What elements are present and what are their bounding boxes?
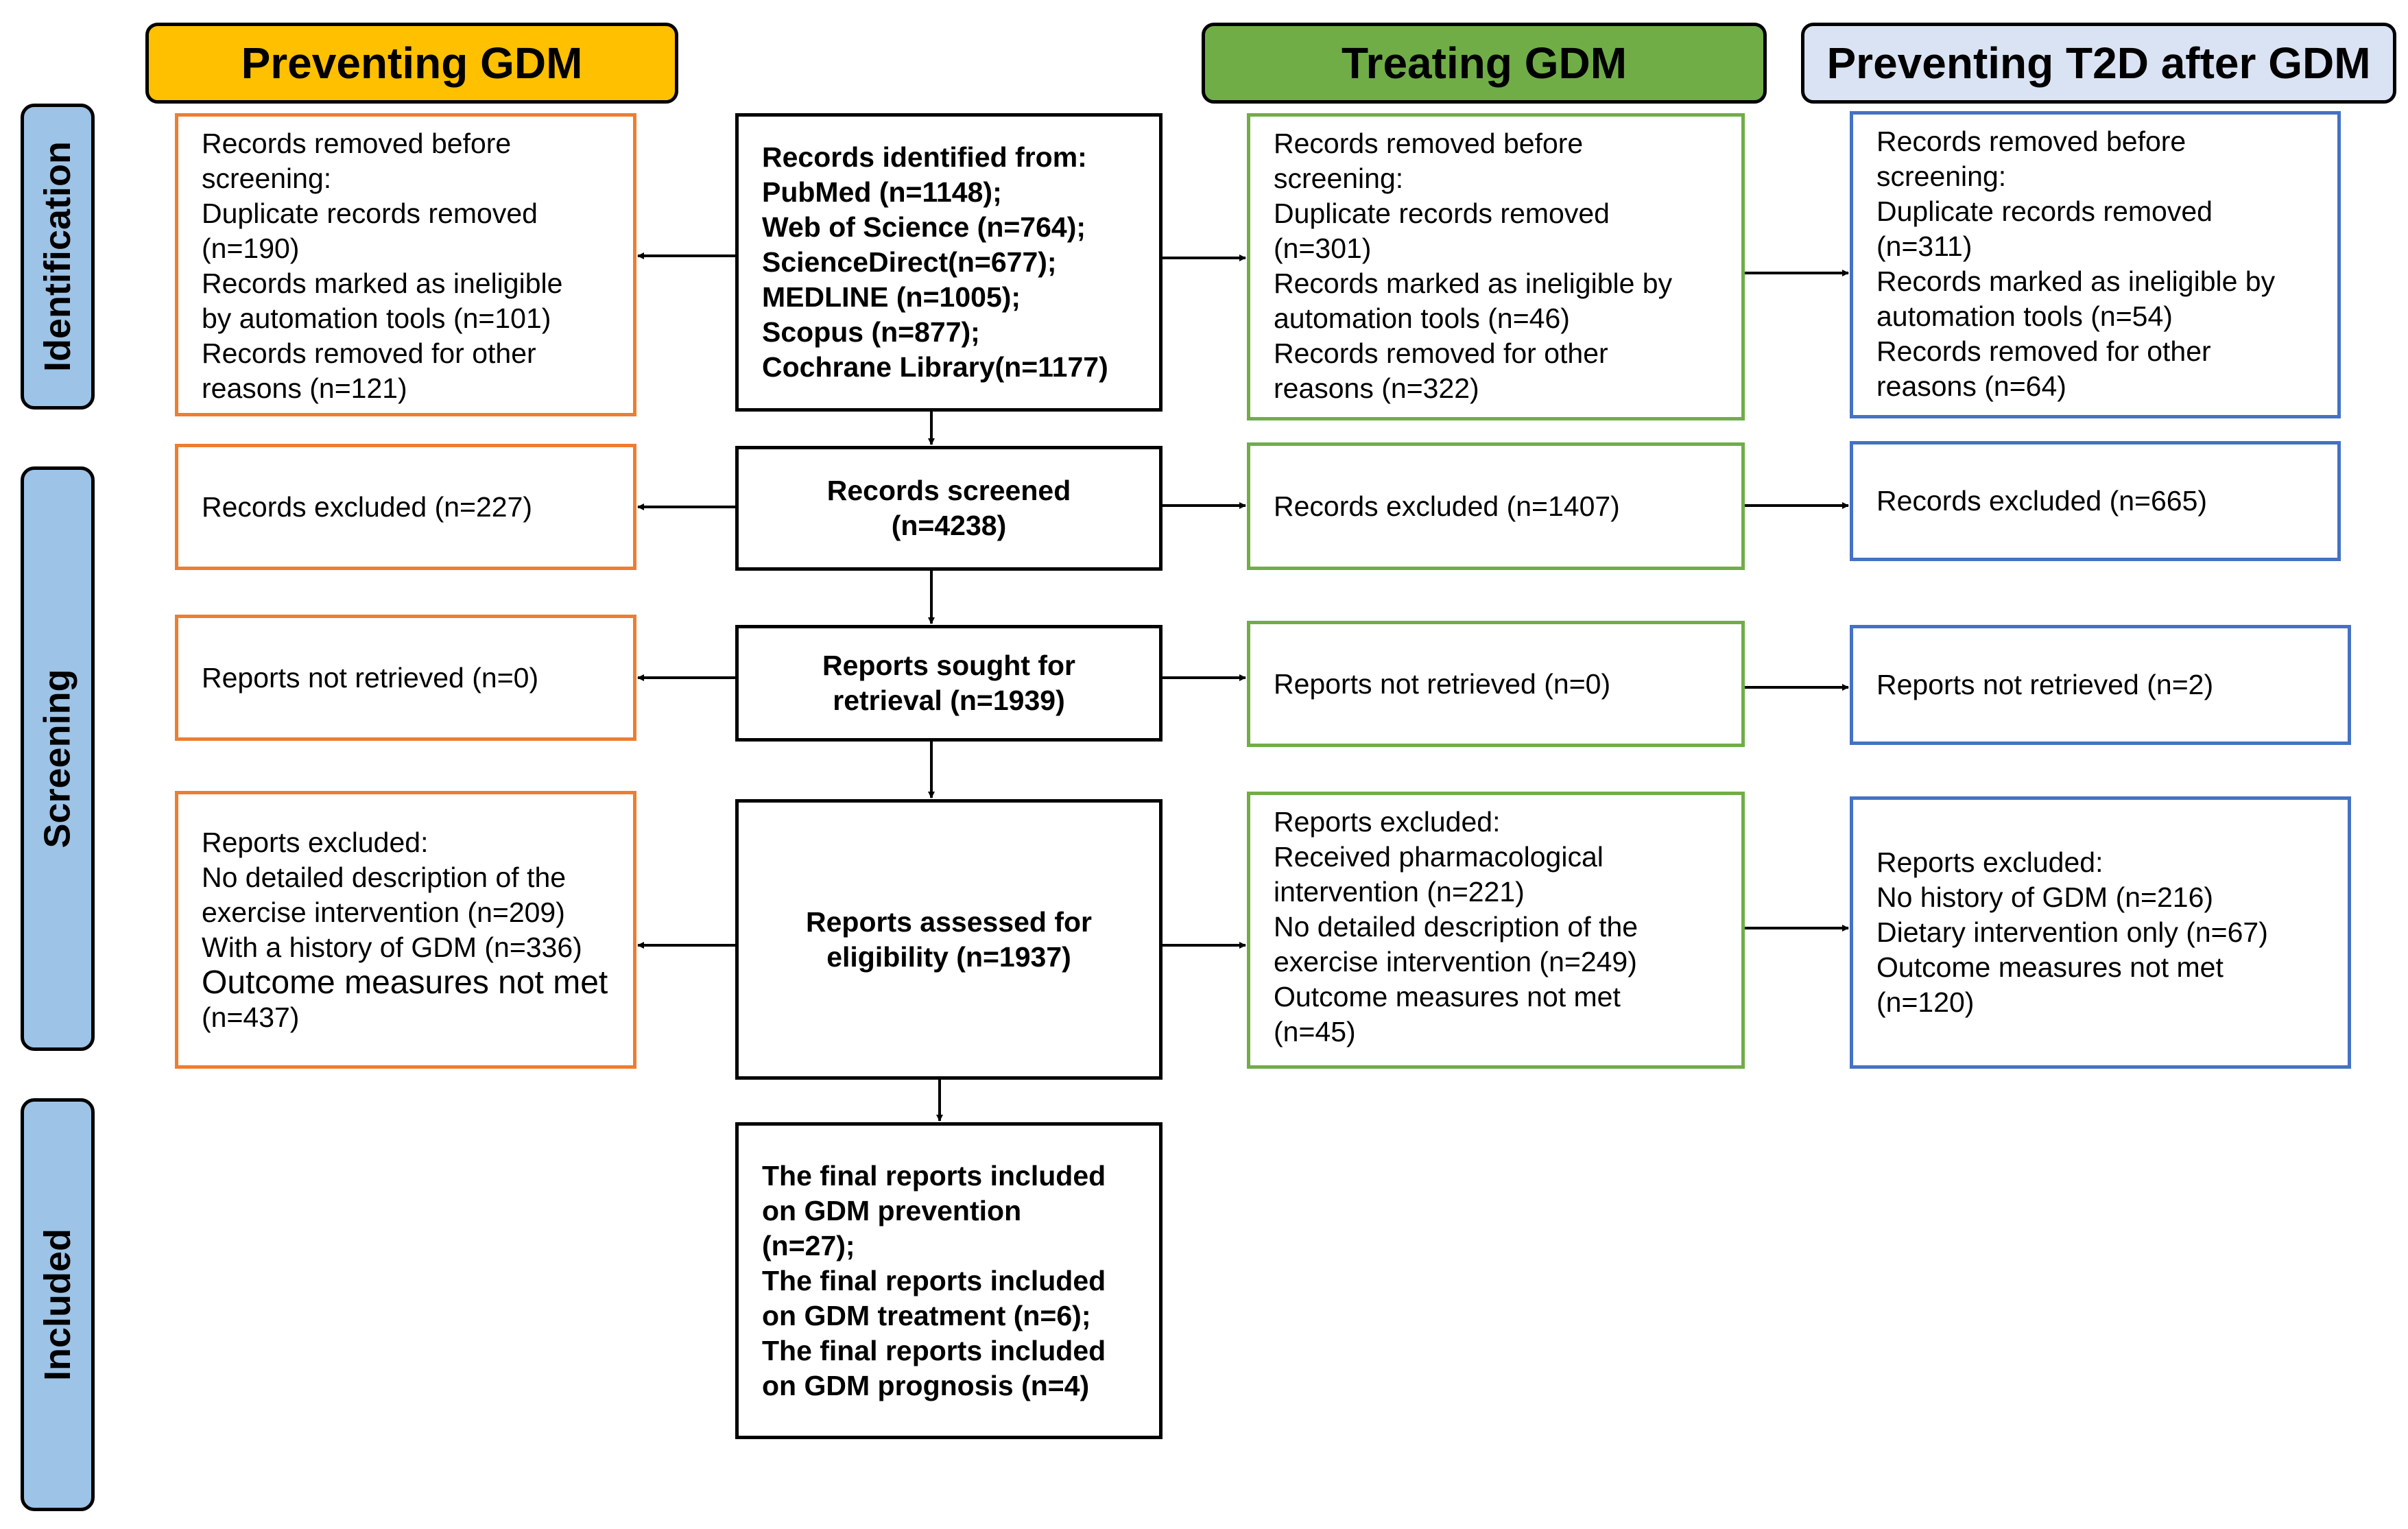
- text-line: Reports excluded:: [202, 826, 429, 858]
- text-line: No detailed description of the: [1274, 911, 1638, 943]
- text-line: retrieval (n=1939): [833, 685, 1065, 716]
- text-line: (n=437): [202, 1001, 300, 1033]
- reports-assessed-box: Reports assessed for eligibility (n=1937…: [735, 799, 1163, 1080]
- text-line: The final reports included: [762, 1159, 1106, 1192]
- text-line: Reports sought for: [822, 650, 1075, 681]
- preventing-not-retrieved-box: Reports not retrieved (n=0): [175, 615, 636, 741]
- records-screened-box: Records screened (n=4238): [735, 446, 1163, 571]
- text-line: With a history of GDM (n=336): [202, 931, 582, 963]
- text-line: screening:: [1876, 161, 2007, 192]
- text-line: eligibility (n=1937): [826, 940, 1071, 973]
- text-line: automation tools (n=46): [1274, 303, 1570, 334]
- text-line: Records excluded (n=665): [1876, 485, 2208, 517]
- text-line: Reports not retrieved (n=0): [1274, 667, 1611, 700]
- treating-reports-excluded-box: Reports excluded: Received pharmacologic…: [1247, 792, 1745, 1069]
- t2d-reports-excluded-box: Reports excluded: No history of GDM (n=2…: [1850, 796, 2351, 1069]
- text-line: Records excluded (n=1407): [1274, 490, 1620, 522]
- text-line: automation tools (n=54): [1876, 300, 2173, 332]
- header-preventing-t2d-label: Preventing T2D after GDM: [1826, 38, 2371, 88]
- text-line: Records removed before: [202, 128, 512, 159]
- text-line: on GDM treatment (n=6);: [762, 1299, 1091, 1331]
- text-line: (n=301): [1274, 233, 1372, 264]
- treating-records-removed-box: Records removed before screening: Duplic…: [1247, 113, 1745, 420]
- stage-identification: Identification: [21, 104, 95, 410]
- text-line: Reports excluded:: [1274, 806, 1501, 838]
- text-line: Records marked as ineligible: [202, 268, 563, 299]
- text-line: Outcome measures not met: [1876, 951, 2224, 983]
- text-line: (n=4238): [891, 510, 1007, 541]
- preventing-reports-excluded-box: Reports excluded: No detailed descriptio…: [175, 791, 636, 1069]
- text-line: ScienceDirect(n=677);: [762, 246, 1057, 278]
- text-line: Records removed before: [1876, 126, 2186, 157]
- preventing-records-excluded-box: Records excluded (n=227): [175, 444, 636, 570]
- text-line: (n=27);: [762, 1229, 855, 1261]
- text-line: Records excluded (n=227): [202, 490, 533, 523]
- text-line: reasons (n=322): [1274, 372, 1479, 404]
- text-line: Records removed for other: [1274, 337, 1608, 369]
- text-line: Outcome measures not met: [202, 964, 608, 1001]
- text-line: No history of GDM (n=216): [1876, 881, 2214, 913]
- stage-included-label: Included: [37, 1228, 79, 1382]
- t2d-records-removed-box: Records removed before screening: Duplic…: [1850, 111, 2341, 418]
- text-line: Cochrane Library(n=1177): [762, 351, 1108, 383]
- text-line: reasons (n=64): [1876, 370, 2066, 402]
- text-line: PubMed (n=1148);: [762, 176, 1002, 208]
- text-line: reasons (n=121): [202, 372, 407, 404]
- header-treating-gdm: Treating GDM: [1202, 23, 1767, 104]
- treating-records-excluded-box: Records excluded (n=1407): [1247, 442, 1745, 570]
- text-line: The final reports included: [762, 1264, 1106, 1296]
- stage-included: Included: [21, 1098, 95, 1511]
- text-line: Web of Science (n=764);: [762, 211, 1086, 243]
- stage-screening-label: Screening: [37, 669, 78, 849]
- text-line: MEDLINE (n=1005);: [762, 281, 1021, 313]
- stage-identification-label: Identification: [37, 141, 78, 372]
- text-line: on GDM prognosis (n=4): [762, 1369, 1090, 1401]
- treating-not-retrieved-box: Reports not retrieved (n=0): [1247, 621, 1745, 747]
- header-preventing-gdm-label: Preventing GDM: [241, 38, 583, 88]
- text-line: (n=190): [202, 233, 300, 264]
- text-line: Records identified from:: [762, 141, 1087, 173]
- header-preventing-t2d: Preventing T2D after GDM: [1801, 23, 2396, 104]
- header-preventing-gdm: Preventing GDM: [145, 23, 678, 104]
- text-line: Duplicate records removed: [202, 198, 538, 229]
- text-line: Duplicate records removed: [1274, 198, 1610, 229]
- text-line: Received pharmacological: [1274, 841, 1604, 873]
- text-line: Reports not retrieved (n=0): [202, 661, 539, 694]
- t2d-not-retrieved-box: Reports not retrieved (n=2): [1850, 625, 2351, 745]
- header-treating-gdm-label: Treating GDM: [1341, 38, 1628, 88]
- reports-sought-box: Reports sought for retrieval (n=1939): [735, 625, 1163, 742]
- text-line: Reports not retrieved (n=2): [1876, 669, 2214, 700]
- text-line: Outcome measures not met: [1274, 981, 1621, 1012]
- text-line: (n=45): [1274, 1016, 1356, 1047]
- final-reports-included-box: The final reports included on GDM preven…: [735, 1122, 1163, 1439]
- text-line: Duplicate records removed: [1876, 195, 2213, 227]
- text-line: by automation tools (n=101): [202, 303, 551, 334]
- text-line: Records removed before: [1274, 128, 1584, 159]
- text-line: (n=120): [1876, 986, 1975, 1018]
- stage-screening: Screening: [21, 466, 95, 1051]
- records-identified-box: Records identified from: PubMed (n=1148)…: [735, 113, 1163, 412]
- text-line: Records removed for other: [1876, 335, 2211, 367]
- text-line: exercise intervention (n=249): [1274, 946, 1637, 977]
- text-line: screening:: [1274, 163, 1404, 194]
- text-line: (n=311): [1876, 230, 1972, 262]
- text-line: Reports excluded:: [1876, 846, 2103, 878]
- text-line: on GDM prevention: [762, 1194, 1022, 1226]
- text-line: Records screened: [826, 475, 1071, 506]
- preventing-records-removed-box: Records removed before screening: Duplic…: [175, 113, 636, 416]
- text-line: Reports assessed for: [805, 905, 1092, 938]
- text-line: exercise intervention (n=209): [202, 896, 565, 928]
- text-line: Records marked as ineligible by: [1876, 265, 2276, 297]
- text-line: Records removed for other: [202, 337, 536, 369]
- text-line: Scopus (n=877);: [762, 316, 980, 348]
- text-line: The final reports included: [762, 1334, 1106, 1366]
- t2d-records-excluded-box: Records excluded (n=665): [1850, 441, 2341, 561]
- text-line: intervention (n=221): [1274, 876, 1525, 908]
- text-line: No detailed description of the: [202, 861, 567, 893]
- text-line: screening:: [202, 163, 332, 194]
- text-line: Records marked as ineligible by: [1274, 268, 1673, 299]
- text-line: Dietary intervention only (n=67): [1876, 916, 2268, 948]
